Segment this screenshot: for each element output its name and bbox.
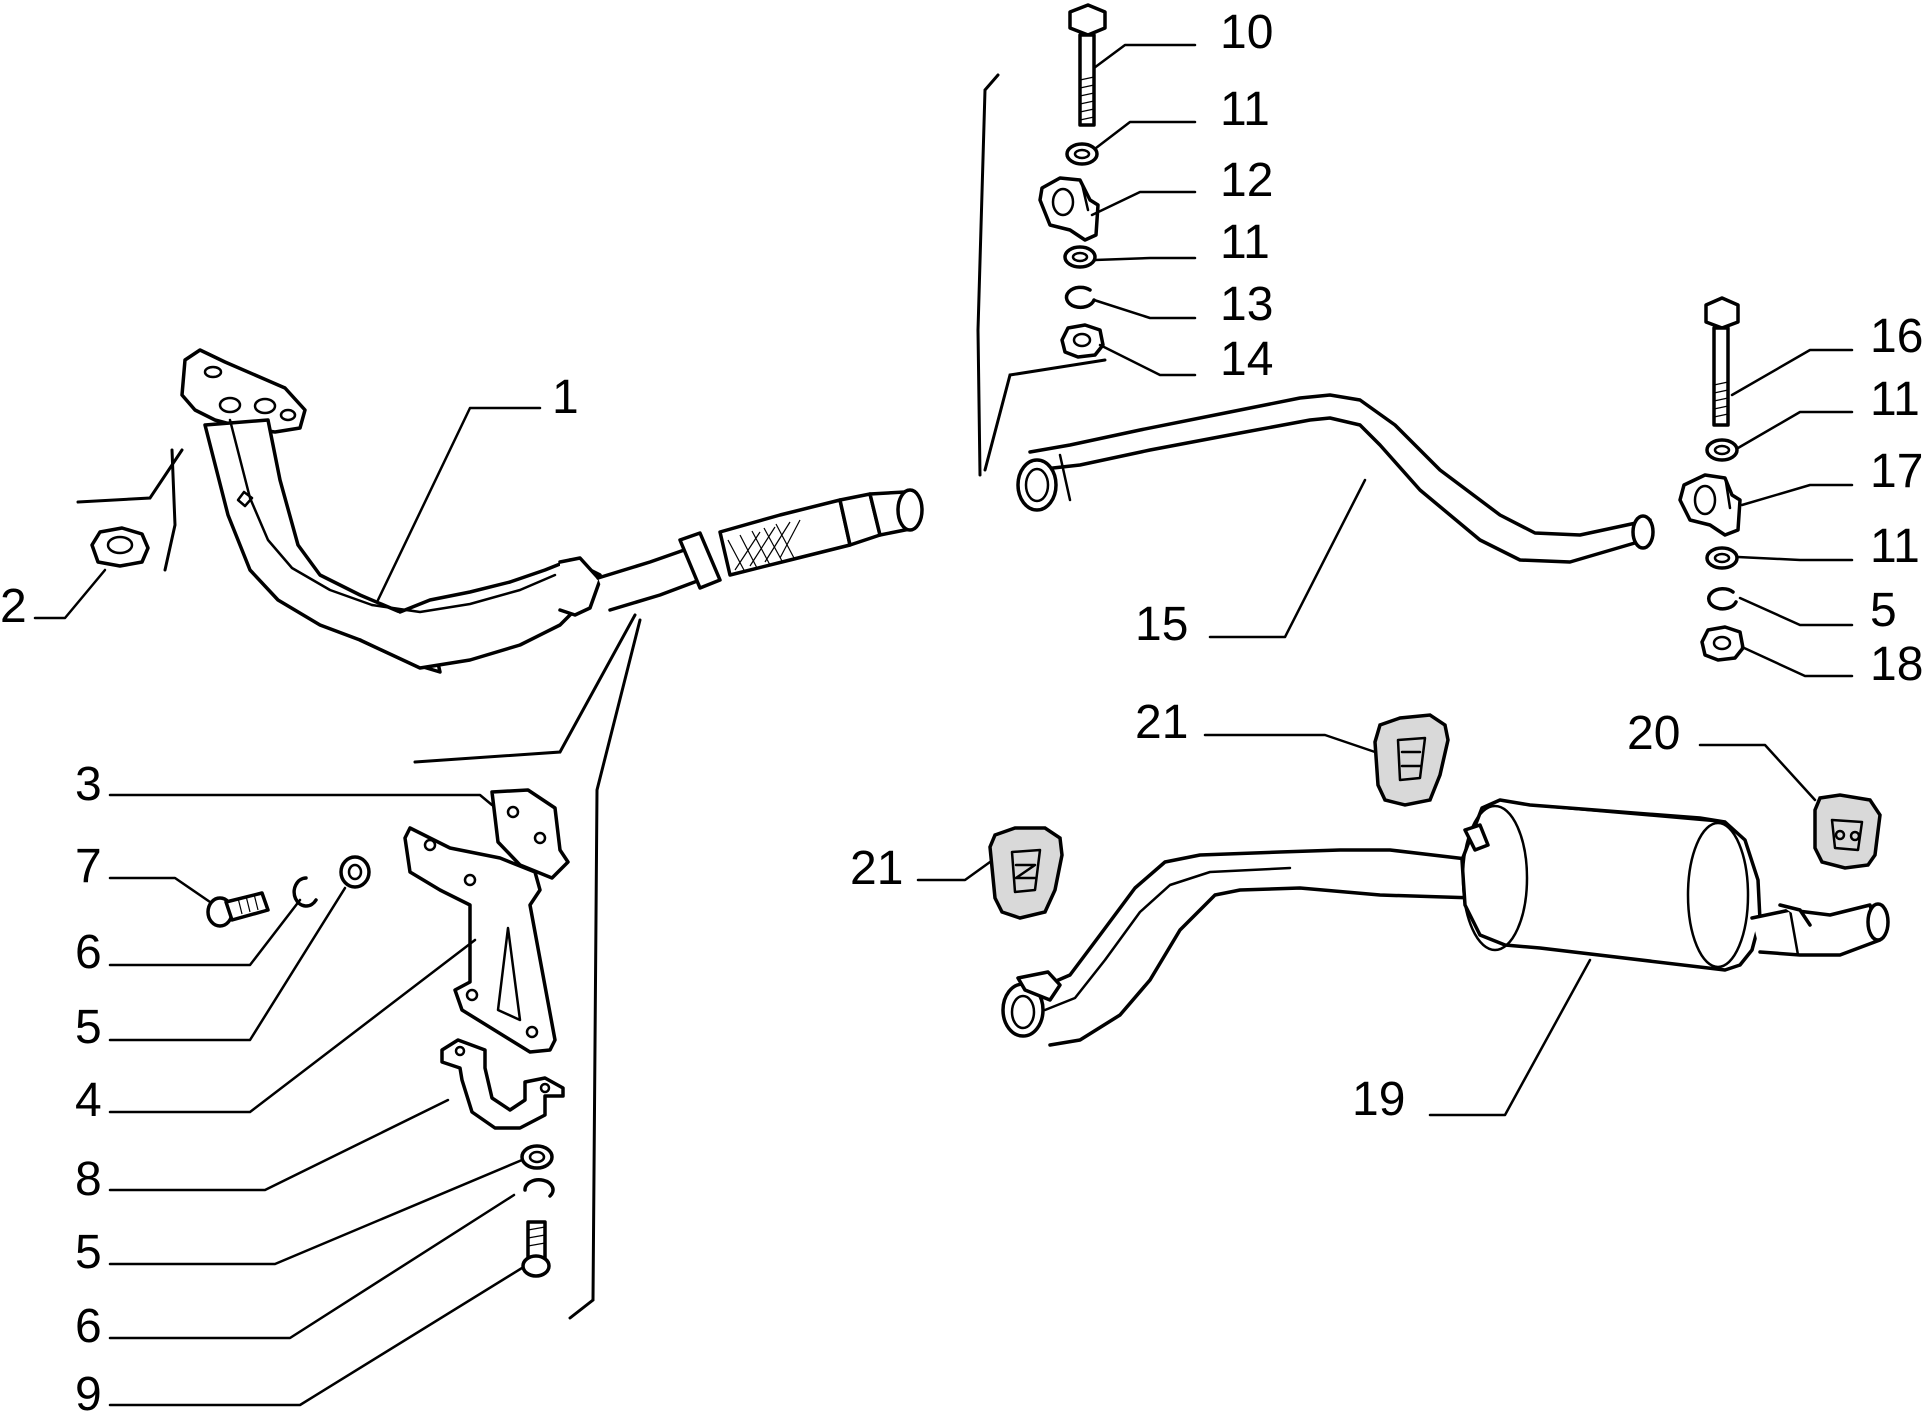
callout-5-right: 5 (1870, 584, 1897, 637)
callout-4: 4 (75, 1074, 102, 1127)
callout-10: 10 (1220, 6, 1273, 59)
bolt-9 (521, 1220, 551, 1278)
washer-11-right-top (1705, 438, 1739, 462)
callout-11-c: 11 (1870, 373, 1920, 426)
nut-18 (1700, 625, 1745, 662)
group-bracket-left (413, 613, 642, 1320)
callout-21-upper: 21 (1135, 696, 1188, 749)
washer-11-mid (1063, 245, 1097, 269)
callout-14: 14 (1220, 333, 1273, 386)
callout-8: 8 (75, 1153, 102, 1206)
callout-17: 17 (1870, 445, 1923, 498)
bolt-16 (1704, 296, 1740, 427)
rubber-mount-21-upper (1373, 713, 1450, 807)
rubber-mount-20 (1813, 793, 1882, 870)
callout-7: 7 (75, 840, 102, 893)
rubber-mount-21-lower (988, 826, 1064, 920)
nut-14 (1060, 323, 1105, 359)
intermediate-pipe-15 (1016, 393, 1655, 564)
bracket-4 (403, 826, 557, 1054)
washer-11-right-mid (1705, 546, 1739, 570)
bolt-7 (206, 891, 270, 928)
callout-9: 9 (75, 1368, 102, 1412)
callout-20: 20 (1627, 707, 1680, 760)
callout-5-upper: 5 (75, 1001, 102, 1054)
bracket-12 (1038, 176, 1100, 242)
callout-labels: 1 2 3 7 6 5 4 8 5 6 9 10 11 12 11 13 14 … (0, 6, 1923, 1412)
callout-15: 15 (1135, 598, 1188, 651)
callout-11-d: 11 (1870, 520, 1920, 573)
callout-11-b: 11 (1220, 216, 1270, 269)
callout-5-lower: 5 (75, 1226, 102, 1279)
callout-12: 12 (1220, 154, 1273, 207)
callout-21-lower: 21 (850, 842, 903, 895)
lockwasher-5-right (1707, 587, 1738, 611)
washer-5-upper (339, 855, 371, 889)
plate-3 (490, 788, 570, 880)
callout-3: 3 (75, 758, 102, 811)
callout-6-upper: 6 (75, 926, 102, 979)
callout-19: 19 (1352, 1073, 1405, 1126)
callout-11-a: 11 (1220, 83, 1270, 136)
group-bracket-mid (976, 73, 1107, 477)
callout-2: 2 (0, 580, 27, 633)
callout-13: 13 (1220, 278, 1273, 331)
lockwasher-13 (1064, 285, 1096, 310)
callout-16: 16 (1870, 310, 1923, 363)
bracket-17 (1678, 473, 1742, 537)
clamp-8 (440, 1038, 565, 1130)
washer-11-top (1065, 142, 1099, 166)
leader-lines (33, 43, 1854, 1407)
front-pipe-1 (76, 348, 924, 674)
bolt-10 (1068, 3, 1107, 127)
flange-nut-2 (90, 526, 150, 568)
callout-6-lower: 6 (75, 1300, 102, 1353)
callout-18: 18 (1870, 638, 1923, 691)
washer-6-lower (523, 1178, 555, 1198)
washer-5-lower (520, 1144, 554, 1170)
rear-muffler-19 (1001, 798, 1890, 1047)
callout-1: 1 (552, 371, 579, 424)
